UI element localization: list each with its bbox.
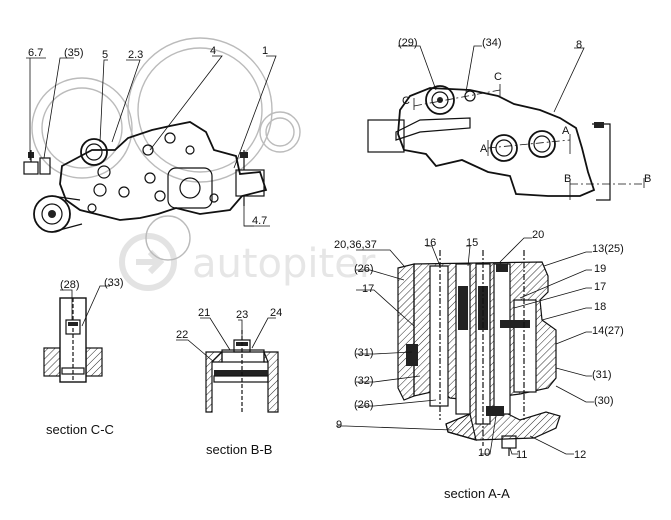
label-section-a-left: A	[480, 143, 488, 155]
label-30: (30)	[594, 395, 614, 407]
label-15: 15	[466, 237, 478, 249]
label-4: 4	[210, 45, 216, 57]
label-21: 21	[198, 307, 210, 319]
label-28: (28)	[60, 279, 80, 291]
label-section-b-left: B	[564, 173, 571, 185]
label-29: (29)	[398, 37, 418, 49]
label-12: 12	[574, 449, 586, 461]
label-section-c-right: C	[494, 71, 502, 83]
label-10: 10	[478, 447, 490, 459]
label-16: 16	[424, 237, 436, 249]
label-20: 20	[532, 229, 544, 241]
label-2-3: 2.3	[128, 49, 143, 61]
label-32: (32)	[354, 375, 374, 387]
label-18: 18	[594, 301, 606, 313]
label-33: (33)	[104, 277, 124, 289]
caption-section-a-a: section A-A	[444, 486, 510, 501]
top-left-view: 6.7 (35) 5 2.3 4 1 4.7	[23, 37, 301, 261]
label-24: 24	[270, 307, 282, 319]
section-c-c: (28) (33) section C-C	[43, 277, 124, 437]
label-section-c-left: C	[402, 95, 410, 107]
label-26-bottom: (26)	[354, 399, 374, 411]
caption-section-c-c: section C-C	[46, 422, 114, 437]
watermark: autopiter .ru	[119, 233, 503, 291]
watermark-brand: autopiter	[192, 241, 376, 287]
label-9: 9	[336, 419, 342, 431]
label-13-25: 13(25)	[592, 243, 624, 255]
label-23: 23	[236, 309, 248, 321]
label-14-27: 14(27)	[592, 325, 624, 337]
label-26-top: (26)	[354, 263, 374, 275]
label-22: 22	[176, 329, 188, 341]
label-5: 5	[102, 49, 108, 61]
label-31-right: (31)	[592, 369, 612, 381]
label-1: 1	[262, 45, 268, 57]
label-section-a-right: A	[562, 125, 570, 137]
section-b-b: 21 23 24 22 section B-B	[176, 307, 282, 457]
autopiter-logo-icon	[119, 233, 177, 291]
top-right-view: (29) (34) 8 C C A A B B	[367, 37, 651, 201]
label-11: 11	[516, 449, 527, 461]
label-17-right: 17	[594, 281, 606, 293]
label-19: 19	[594, 263, 606, 275]
label-section-b-right: B	[644, 173, 651, 185]
caption-section-b-b: section B-B	[206, 442, 272, 457]
label-20-36-37: 20,36,37	[334, 239, 377, 251]
label-4-7: 4.7	[252, 215, 267, 227]
section-a-a: 20,36,37 16 15 20 13(25) (26) 19 17 17 1…	[334, 229, 624, 501]
label-34: (34)	[482, 37, 502, 49]
label-31-left: (31)	[354, 347, 374, 359]
label-6-7: 6.7	[28, 47, 43, 59]
label-35: (35)	[64, 47, 84, 59]
label-17-left: 17	[362, 283, 374, 295]
label-8: 8	[576, 39, 582, 51]
